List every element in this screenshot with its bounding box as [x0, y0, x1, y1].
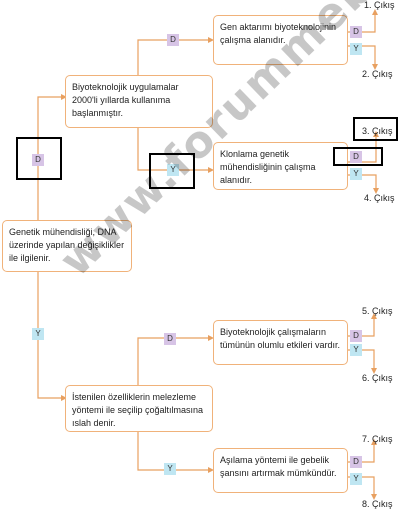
question-text-1: Gen aktarımı biyoteknolojinin çalışma al… [220, 22, 337, 45]
true-tag-q3: D [350, 330, 362, 342]
question-text-2: Klonlama genetik mühendisliğinin çalışma… [220, 149, 316, 185]
exit-label-3: 3. Çıkış [362, 126, 393, 136]
exit-label-6: 6. Çıkış [362, 373, 393, 383]
question-box-1: Gen aktarımı biyoteknolojinin çalışma al… [213, 15, 348, 65]
true-tag-root: D [32, 154, 44, 166]
false-tag-upper: Y [167, 164, 179, 176]
exit-label-4: 4. Çıkış [364, 193, 395, 203]
highlight-frame-exit-3 [353, 117, 398, 141]
false-tag-q3: Y [350, 344, 362, 356]
false-tag-root: Y [32, 328, 44, 340]
false-tag-q1: Y [350, 43, 362, 55]
lower-statement-text: İstenilen özelliklerin melezleme yöntemi… [72, 392, 204, 428]
question-box-4: Aşılama yöntemi ile gebelik şansını artı… [213, 448, 348, 493]
question-box-2: Klonlama genetik mühendisliğinin çalışma… [213, 142, 348, 190]
exit-label-5: 5. Çıkış [362, 306, 393, 316]
lower-statement-box: İstenilen özelliklerin melezleme yöntemi… [65, 385, 213, 432]
question-text-4: Aşılama yöntemi ile gebelik şansını artı… [220, 455, 337, 478]
true-tag-lower: D [164, 333, 176, 345]
true-tag-q2: D [350, 151, 362, 163]
question-text-3: Biyoteknolojik çalışmaların tümünün olum… [220, 327, 341, 350]
exit-label-8: 8. Çıkış [362, 499, 393, 509]
true-tag-upper: D [167, 34, 179, 46]
exit-label-2: 2. Çıkış [362, 69, 393, 79]
false-tag-lower: Y [164, 463, 176, 475]
true-tag-q1: D [350, 26, 362, 38]
highlight-frame-root-d [16, 137, 62, 180]
root-statement-box: Genetik mühendisliği, DNA üzerinde yapıl… [2, 220, 132, 272]
upper-statement-box: Biyoteknolojik uygulamalar 2000'li yılla… [65, 75, 213, 128]
false-tag-q4: Y [350, 473, 362, 485]
question-box-3: Biyoteknolojik çalışmaların tümünün olum… [213, 320, 348, 365]
false-tag-q2: Y [350, 168, 362, 180]
exit-label-1: 1. Çıkış [364, 0, 395, 10]
upper-statement-text: Biyoteknolojik uygulamalar 2000'li yılla… [72, 82, 179, 118]
highlight-frame-q2-d [333, 147, 383, 166]
root-statement-text: Genetik mühendisliği, DNA üzerinde yapıl… [9, 227, 125, 263]
highlight-frame-upper-y [149, 153, 195, 189]
true-tag-q4: D [350, 456, 362, 468]
exit-label-7: 7. Çıkış [362, 434, 393, 444]
